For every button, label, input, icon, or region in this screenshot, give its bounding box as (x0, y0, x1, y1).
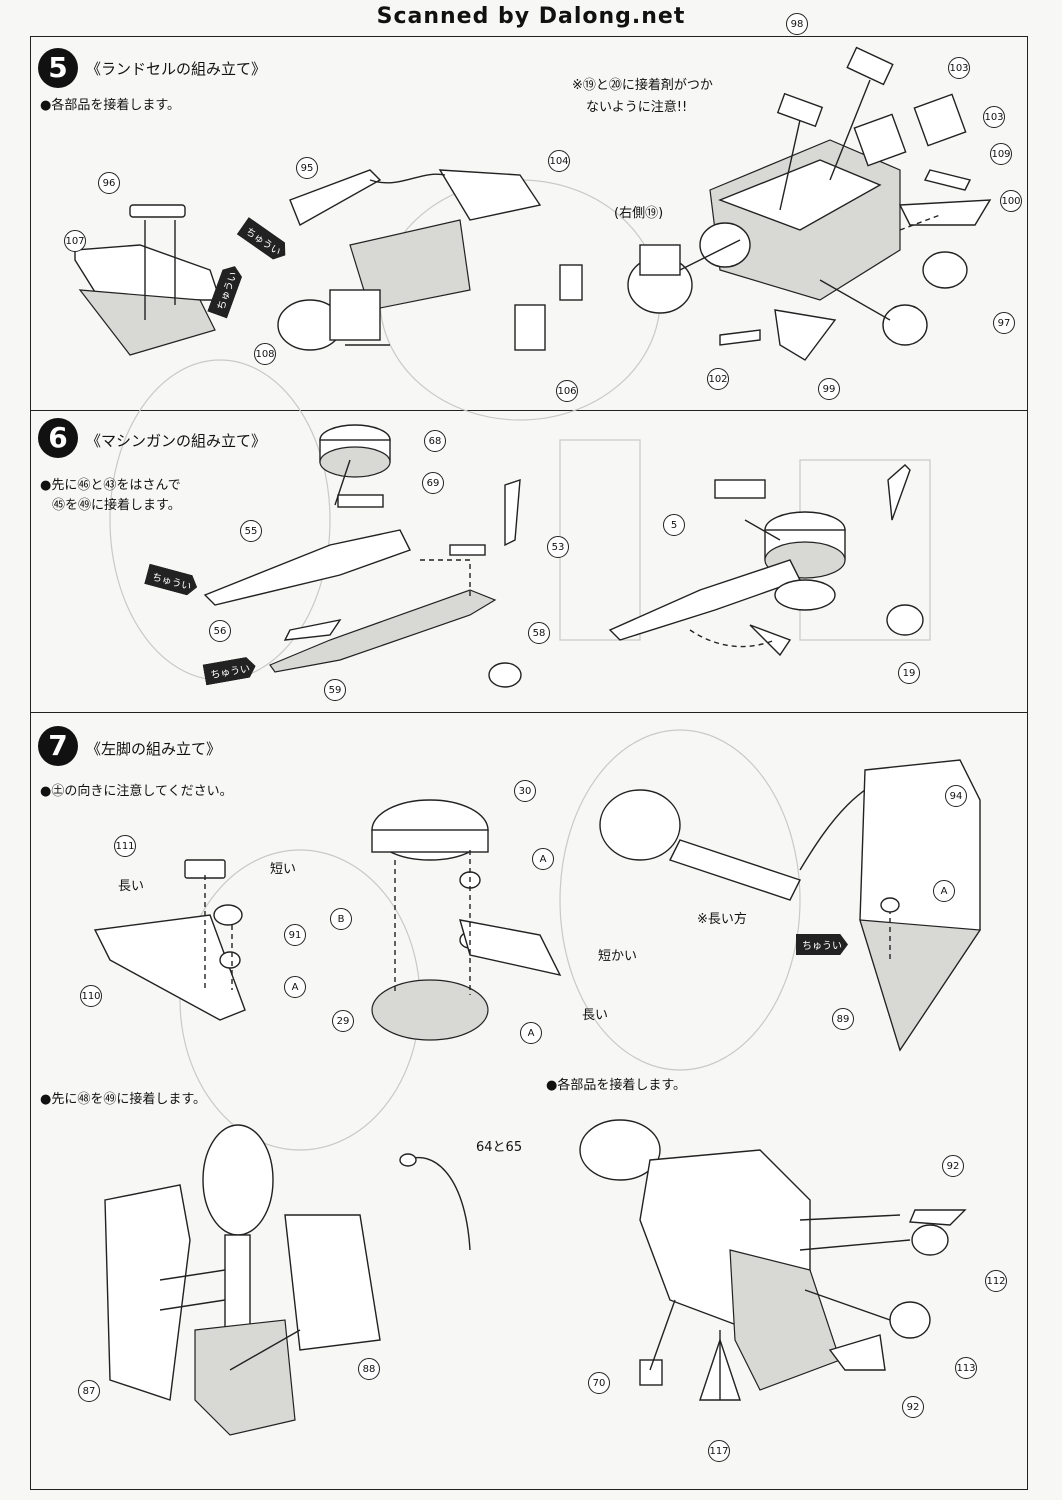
part-callout: 102 (707, 368, 729, 390)
part-callout: 56 (209, 620, 231, 642)
part-callout: 29 (332, 1010, 354, 1032)
part-callout: 5 (663, 514, 685, 536)
part-callout: 104 (548, 150, 570, 172)
part-callout: 112 (985, 1270, 1007, 1292)
label-short: 短い (270, 862, 297, 877)
step5-art (74, 46, 992, 361)
step-6-title: 《マシンガンの組み立て》 (86, 432, 267, 450)
step-7-number-badge: 7 (38, 726, 78, 766)
part-callout: 70 (588, 1372, 610, 1394)
part-callout: 113 (955, 1357, 977, 1379)
step-7-caution-tag: ちゅうい (796, 934, 848, 955)
part-callout: 100 (1000, 190, 1022, 212)
section-divider-2 (30, 712, 1028, 713)
part-callout: 106 (556, 380, 578, 402)
part-callout: 94 (945, 785, 967, 807)
label-pair-64-65: 64と65 (476, 1140, 523, 1155)
label-long-2: 長い (582, 1008, 609, 1023)
part-callout: 58 (528, 622, 550, 644)
part-callout: 117 (708, 1440, 730, 1462)
part-callout: 97 (993, 312, 1015, 334)
step-5-title: 《ランドセルの組み立て》 (86, 60, 267, 78)
step-6-number-badge: 6 (38, 418, 78, 458)
part-callout: 19 (898, 662, 920, 684)
step-6-instruction-line2: ㊺を㊾に接着します。 (52, 498, 181, 513)
step-7-instruction-3: ●各部品を接着します。 (546, 1078, 687, 1093)
part-callout: 108 (254, 343, 276, 365)
step-7-title: 《左脚の組み立て》 (86, 740, 222, 758)
step7-art (93, 759, 982, 1436)
step-5-note-line1: ※⑲と⑳に接着剤がつか (572, 78, 713, 93)
part-callout: 92 (902, 1396, 924, 1418)
part-callout: 59 (324, 679, 346, 701)
step-5-instruction: ●各部品を接着します。 (40, 98, 181, 113)
step-7-instruction-2: ●先に㊽を㊾に接着します。 (40, 1092, 207, 1107)
step6-art (203, 424, 924, 688)
step-6-instruction-line1: ●先に㊻と㊸をはさんで (40, 478, 181, 493)
step-7-instruction: ●㊏の向きに注意してください。 (40, 784, 233, 799)
part-callout: 103 (948, 57, 970, 79)
scan-watermark-title: Scanned by Dalong.net (376, 4, 686, 29)
part-callout: 95 (296, 157, 318, 179)
part-callout: 111 (114, 835, 136, 857)
part-callout: 91 (284, 924, 306, 946)
part-callout: 68 (424, 430, 446, 452)
part-callout: 69 (422, 472, 444, 494)
label-long-side: ※長い方 (697, 912, 747, 927)
marker-a-1: A (284, 976, 306, 998)
marker-b: B (330, 908, 352, 930)
label-short-2: 短かい (598, 949, 638, 964)
part-callout: 98 (786, 13, 808, 35)
part-callout: 109 (990, 143, 1012, 165)
step-5-side-label: (右側⑲) (614, 206, 664, 221)
label-long: 長い (118, 879, 145, 894)
marker-a-3: A (520, 1022, 542, 1044)
part-callout: 99 (818, 378, 840, 400)
part-callout: 103 (983, 106, 1005, 128)
part-callout: 55 (240, 520, 262, 542)
page-frame (30, 36, 1028, 1490)
part-callout: 107 (64, 230, 86, 252)
part-callout: 89 (832, 1008, 854, 1030)
part-callout: 53 (547, 536, 569, 558)
part-callout: 110 (80, 985, 102, 1007)
marker-a-2: A (532, 848, 554, 870)
part-callout: 92 (942, 1155, 964, 1177)
part-callout: 87 (78, 1380, 100, 1402)
step-5-note-line2: ないように注意!! (586, 100, 688, 115)
part-callout: 30 (514, 780, 536, 802)
part-callout: 96 (98, 172, 120, 194)
marker-a-4: A (933, 880, 955, 902)
step-5-number-badge: 5 (38, 48, 78, 88)
part-callout: 88 (358, 1358, 380, 1380)
section-divider-1 (30, 410, 1028, 411)
